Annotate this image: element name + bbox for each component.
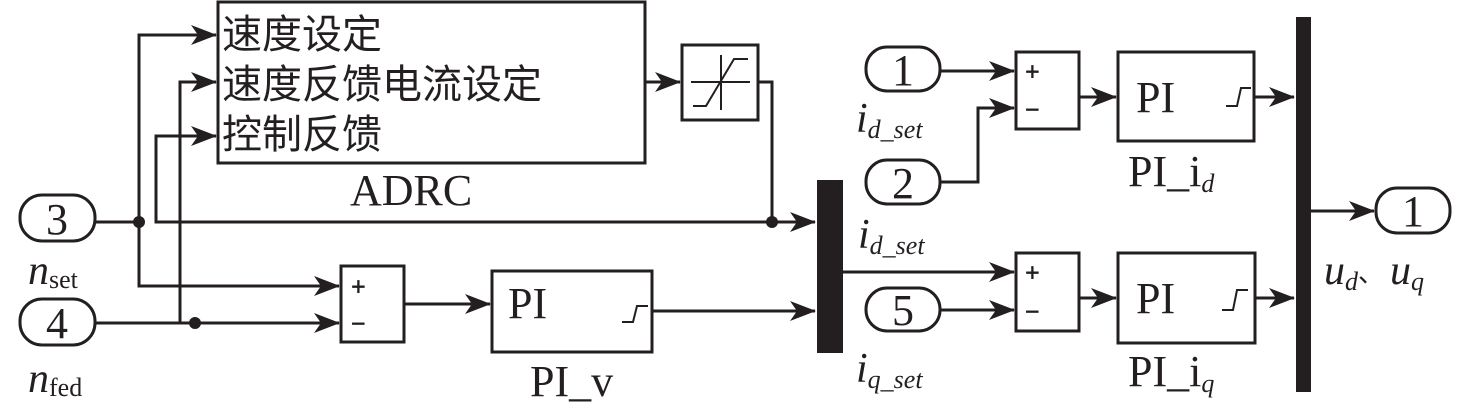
inport-1-label: id_set [856, 96, 923, 144]
svg-text:PI: PI [1136, 73, 1175, 122]
outport-1-label: ud、uq [1324, 248, 1424, 296]
svg-text:−: − [350, 311, 367, 335]
pi-block-iq[interactable]: PI [1116, 251, 1257, 345]
svg-text:−: − [1024, 97, 1041, 121]
saturation-step-icon [622, 305, 648, 323]
svg-text:1: 1 [892, 46, 914, 95]
inport-4[interactable]: 4 [18, 297, 97, 348]
saturation-step-icon [1222, 289, 1248, 311]
inport-4-label: nfed [28, 356, 82, 402]
mux-center[interactable] [817, 180, 843, 353]
inport-3-label: nset [28, 248, 79, 294]
inport-5[interactable]: 5 [864, 286, 942, 335]
mux-center-bottom-label: iq_set [856, 346, 923, 394]
svg-text:3: 3 [46, 195, 68, 244]
pi-block-id[interactable]: PI [1116, 50, 1256, 143]
svg-text:+: + [1024, 260, 1041, 284]
svg-text:1: 1 [1402, 187, 1424, 236]
pi-block-speed[interactable]: PI [490, 269, 654, 354]
mux-center-out-label: id_set [858, 212, 925, 260]
mux-output[interactable] [1296, 17, 1311, 392]
wire-nset-to-sum [137, 222, 340, 296]
pi-iq-label: PI_iq [1128, 347, 1214, 398]
adrc-input-speed-feedback-current-setpoint: 速度反馈电流设定 [222, 62, 542, 108]
sum-block-speed[interactable]: + − [339, 264, 406, 344]
wire-nfed-to-adrc [178, 72, 217, 323]
adrc-input-speed-setpoint: 速度设定 [222, 12, 382, 58]
inport-1[interactable]: 1 [864, 45, 942, 95]
pi-v-label: PI_v [530, 357, 613, 406]
junction-dot [766, 216, 778, 228]
junction-dot [133, 216, 145, 228]
sum-block-iq[interactable]: + − [1014, 251, 1081, 333]
sum-block-id[interactable]: + − [1014, 50, 1081, 131]
wire-feedback-to-adrc [154, 126, 772, 224]
saturation-step-icon [1226, 87, 1251, 107]
svg-text:5: 5 [892, 286, 914, 335]
svg-text:2: 2 [892, 159, 914, 208]
adrc-block-label: ADRC [350, 166, 472, 215]
pi-id-label: PI_id [1128, 147, 1215, 198]
wires [95, 25, 1375, 333]
wire-nset-to-adrc [95, 25, 217, 224]
svg-text:+: + [350, 274, 367, 298]
wire-sat-to-mux [758, 80, 816, 232]
adrc-input-control-feedback: 控制反馈 [222, 112, 382, 158]
junction-dot [189, 317, 201, 329]
saturation-block[interactable] [680, 43, 760, 122]
svg-text:PI: PI [1136, 274, 1175, 323]
adrc-block[interactable]: 速度设定 速度反馈电流设定 控制反馈 [216, 0, 647, 165]
outport-1[interactable]: 1 [1374, 186, 1452, 236]
saturation-icon [691, 55, 750, 110]
svg-text:+: + [1024, 59, 1041, 83]
svg-text:−: − [1024, 299, 1041, 323]
inport-3[interactable]: 3 [18, 193, 97, 244]
inport-2[interactable]: 2 [864, 158, 942, 208]
svg-text:4: 4 [46, 299, 68, 348]
wire-port2-to-sumd [940, 98, 1015, 184]
svg-text:PI: PI [508, 279, 547, 328]
